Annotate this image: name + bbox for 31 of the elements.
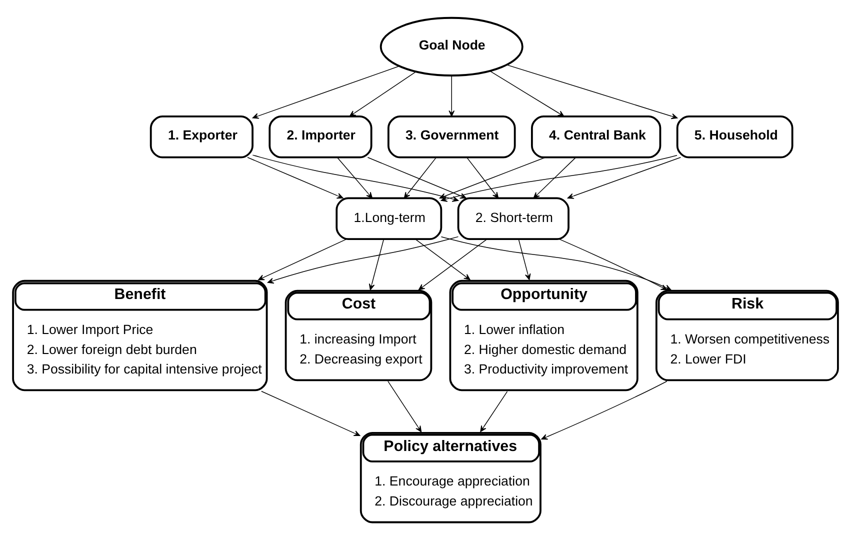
- arrow: [247, 156, 344, 198]
- arrow: [349, 70, 416, 116]
- arrow: [558, 238, 668, 290]
- arrow: [261, 390, 360, 436]
- arrow: [337, 156, 373, 198]
- arrow: [480, 390, 508, 432]
- arrow: [267, 236, 459, 284]
- node-box: 4. Central Bank: [530, 115, 662, 158]
- arrow: [541, 380, 668, 440]
- arrow: [404, 156, 437, 198]
- arrow: [368, 238, 384, 290]
- node-box: 2. Importer: [268, 115, 372, 158]
- arrow: [506, 64, 678, 119]
- arrow: [440, 154, 678, 202]
- arrow: [518, 238, 531, 280]
- arrow: [448, 74, 455, 116]
- arrow: [466, 156, 499, 198]
- arrow: [252, 65, 400, 118]
- node-box: 5. Household: [676, 115, 794, 158]
- node-box: 1.Long-term: [336, 196, 442, 240]
- arrow: [414, 238, 470, 280]
- arrow: [418, 238, 488, 290]
- arrow: [388, 380, 422, 432]
- node-ellipse: Goal Node: [380, 16, 524, 76]
- arrow: [533, 156, 576, 198]
- arrow: [252, 154, 459, 202]
- node-box: 1. Exporter: [150, 115, 254, 158]
- node-box: 2. Short-term: [457, 196, 570, 240]
- arrow: [567, 156, 682, 198]
- arrow: [490, 70, 564, 116]
- node-box: 3. Government: [387, 115, 516, 158]
